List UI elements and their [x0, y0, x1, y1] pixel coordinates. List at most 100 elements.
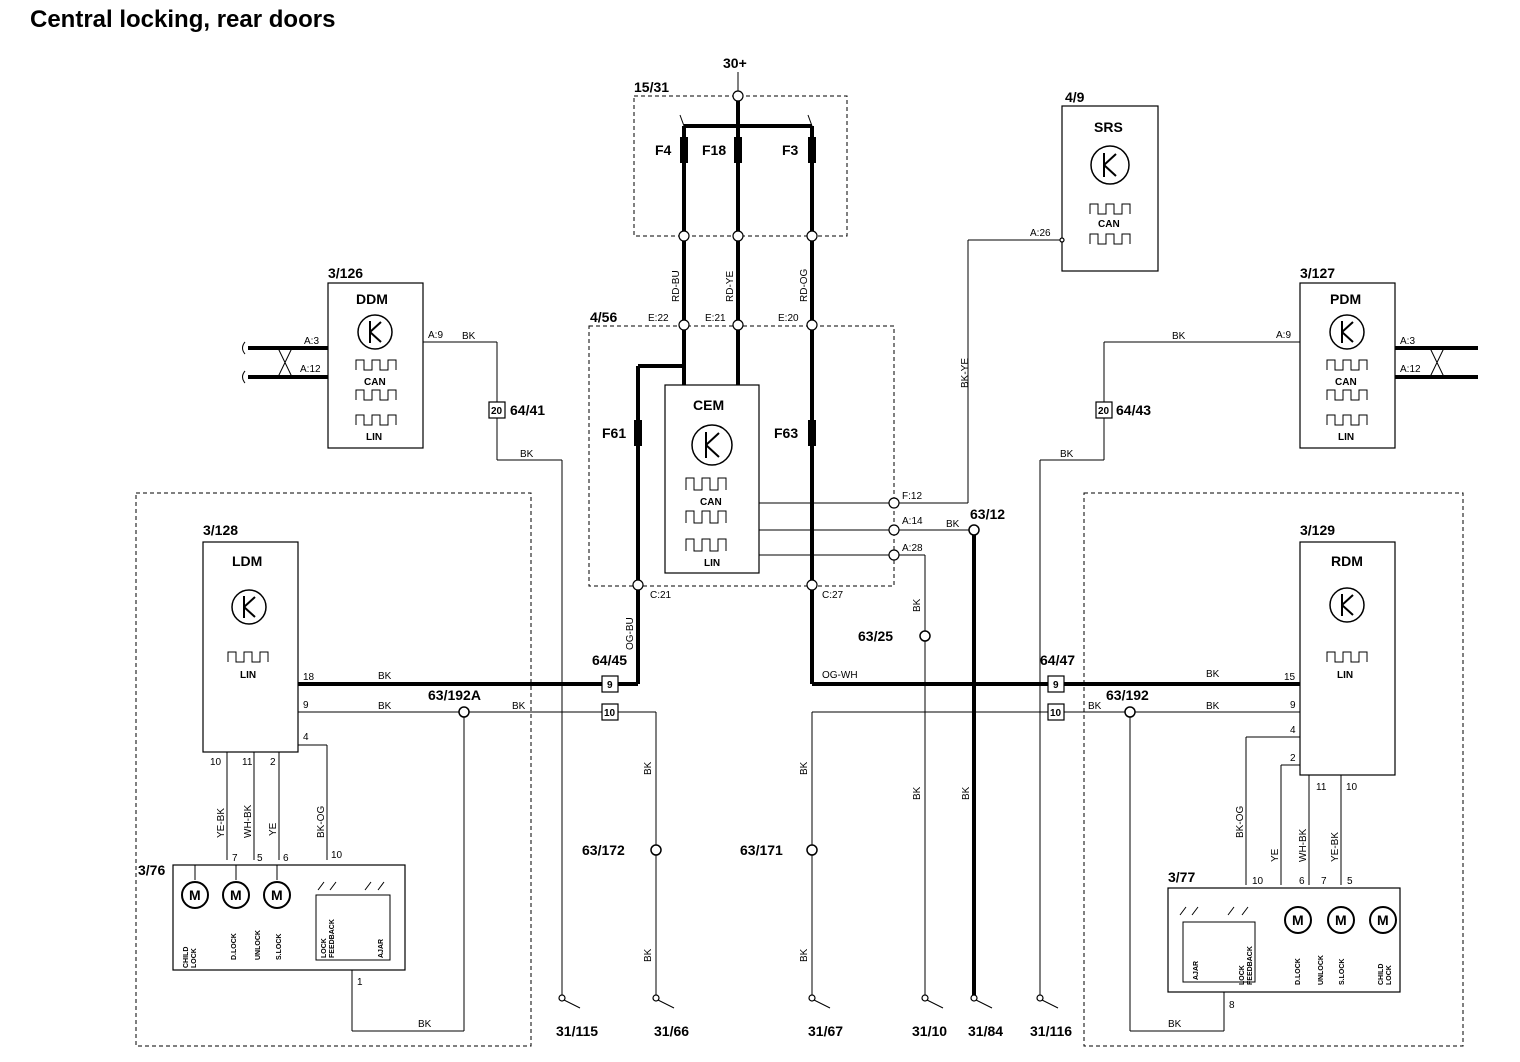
- svg-text:9: 9: [303, 700, 309, 711]
- lock-left-3-76: 3/76 7 5 6 10 M M M CHILDLOCK D.LOCK UNL…: [138, 850, 406, 971]
- svg-text:31/10: 31/10: [912, 1023, 947, 1039]
- conn-64-41-label: 64/41: [510, 402, 545, 418]
- wire-rd-bu: RD-BU: [671, 270, 682, 302]
- conn-64-47-pin9: 9: [1053, 680, 1059, 691]
- cem-can-label: CAN: [700, 497, 722, 508]
- wire-wh-bk-l: WH-BK: [243, 804, 254, 838]
- cem-name: CEM: [693, 397, 724, 413]
- wire-bk-ddm: BK: [462, 331, 476, 342]
- fuse-f3-label: F3: [782, 142, 799, 158]
- svg-text:31/116: 31/116: [1030, 1023, 1072, 1039]
- splice-63-172: [650, 844, 662, 856]
- pin-a26: A:26: [1030, 228, 1051, 239]
- ddm-pin-a3: A:3: [304, 336, 319, 347]
- svg-text:M: M: [230, 887, 242, 903]
- fusebox-ref: 15/31: [634, 79, 669, 95]
- lock-right-ref: 3/77: [1168, 869, 1195, 885]
- svg-text:31/66: 31/66: [654, 1023, 689, 1039]
- wire-bk-67b: BK: [799, 948, 810, 962]
- lock-right-ajar: AJAR: [1193, 961, 1200, 980]
- wire-wh-bk-r: WH-BK: [1298, 828, 1309, 862]
- wire-bk-ldm18: BK: [378, 671, 392, 682]
- svg-text:11: 11: [1316, 782, 1327, 793]
- wire-bk-ldm9: BK: [378, 701, 392, 712]
- lock-right-feedback: LOCKFEEDBACK: [1239, 946, 1254, 985]
- pin-a14: A:14: [902, 516, 923, 527]
- svg-text:10: 10: [210, 757, 222, 768]
- svg-text:4: 4: [1290, 725, 1296, 736]
- conn-64-47-pin10: 10: [1050, 708, 1062, 719]
- diagram-title: Central locking, rear doors: [30, 6, 335, 33]
- ground-31-66: 31/66: [652, 994, 689, 1039]
- lock-right-3-77: 3/77 10 6 7 5 M M M AJAR LOCKFEEDBACK D.…: [1167, 869, 1401, 993]
- ldm-name: LDM: [232, 553, 262, 569]
- wire-og-wh: OG-WH: [822, 670, 858, 681]
- ddm-can-label: CAN: [364, 377, 386, 388]
- pdm-name: PDM: [1330, 291, 1361, 307]
- splice-63-192a: [458, 706, 470, 718]
- wire-bk-116a: BK: [1060, 449, 1074, 460]
- svg-text:M: M: [1335, 912, 1347, 928]
- splice-63-171-label: 63/171: [740, 842, 783, 858]
- wire-ye-bk-r: YE-BK: [1330, 832, 1341, 862]
- fuse-f3: [808, 137, 816, 163]
- fuse-f63: [808, 420, 816, 446]
- svg-text:7: 7: [1321, 876, 1327, 887]
- wire-bk-10: BK: [912, 786, 923, 800]
- fuse-f4-label: F4: [655, 142, 672, 158]
- srs-name: SRS: [1094, 119, 1123, 135]
- svg-text:6: 6: [283, 853, 289, 864]
- splice-63-171: [806, 844, 818, 856]
- ground-31-10: 31/10: [912, 994, 947, 1039]
- svg-text:31/67: 31/67: [808, 1023, 843, 1039]
- ground-31-115: 31/115: [556, 994, 598, 1039]
- wire-bk-og-l: BK-OG: [316, 806, 327, 838]
- ddm-lin-label: LIN: [366, 432, 382, 443]
- ddm-name: DDM: [356, 291, 388, 307]
- pdm-ref: 3/127: [1300, 265, 1335, 281]
- lock-left-unlock: UNLOCK: [255, 930, 262, 960]
- pin-e22: E:22: [648, 313, 669, 324]
- pdm-pin-a3: A:3: [1400, 336, 1415, 347]
- cem-lin-label: LIN: [704, 558, 720, 569]
- wire-ye-l: YE: [268, 822, 279, 836]
- module-pdm: 3/127 PDM CAN LIN A:3 A:12 A:9: [1276, 265, 1478, 449]
- fuse-f63-label: F63: [774, 425, 798, 441]
- ddm-ref: 3/126: [328, 265, 363, 281]
- wire-ye-r: YE: [1270, 848, 1281, 862]
- fuse-f61-label: F61: [602, 425, 626, 441]
- ddm-pin-a12: A:12: [300, 364, 321, 375]
- lock-right-child: CHILDLOCK: [1378, 964, 1393, 985]
- svg-text:9: 9: [1290, 700, 1296, 711]
- lock-left-slock: S.LOCK: [276, 934, 283, 960]
- conn-64-45-pin10: 10: [604, 708, 616, 719]
- rdm-ref: 3/129: [1300, 522, 1335, 538]
- pdm-pin-a9: A:9: [1276, 330, 1291, 341]
- svg-text:5: 5: [257, 853, 263, 864]
- svg-text:10: 10: [1252, 876, 1264, 887]
- module-ddm: 3/126 DDM CAN LIN A:3 A:12 A:9: [242, 265, 443, 449]
- svg-text:10: 10: [1346, 782, 1358, 793]
- pin-c21: C:21: [650, 590, 672, 601]
- svg-text:31/115: 31/115: [556, 1023, 598, 1039]
- splice-63-25: [919, 630, 931, 642]
- pdm-lin-label: LIN: [1338, 432, 1354, 443]
- wire-bk-115a: BK: [520, 449, 534, 460]
- wire-bk-ye: BK-YE: [960, 358, 971, 388]
- fuse-f18-label: F18: [702, 142, 726, 158]
- srs-ref: 4/9: [1065, 89, 1085, 105]
- wire-bk-66b: BK: [643, 948, 654, 962]
- svg-text:5: 5: [1347, 876, 1353, 887]
- supply-label: 30+: [723, 55, 747, 71]
- svg-text:4: 4: [303, 732, 309, 743]
- wire-bk-a28: BK: [912, 598, 923, 612]
- pin-e20: E:20: [778, 313, 799, 324]
- rdm-lin-label: LIN: [1337, 670, 1353, 681]
- lock-left-dlock: D.LOCK: [231, 933, 238, 960]
- svg-text:M: M: [189, 887, 201, 903]
- cem-ref: 4/56: [590, 309, 617, 325]
- lock-left-child: CHILDLOCK: [183, 947, 198, 968]
- wire-bk-ldm9b: BK: [512, 701, 526, 712]
- svg-text:1: 1: [357, 977, 363, 988]
- ddm-pin-a9: A:9: [428, 330, 443, 341]
